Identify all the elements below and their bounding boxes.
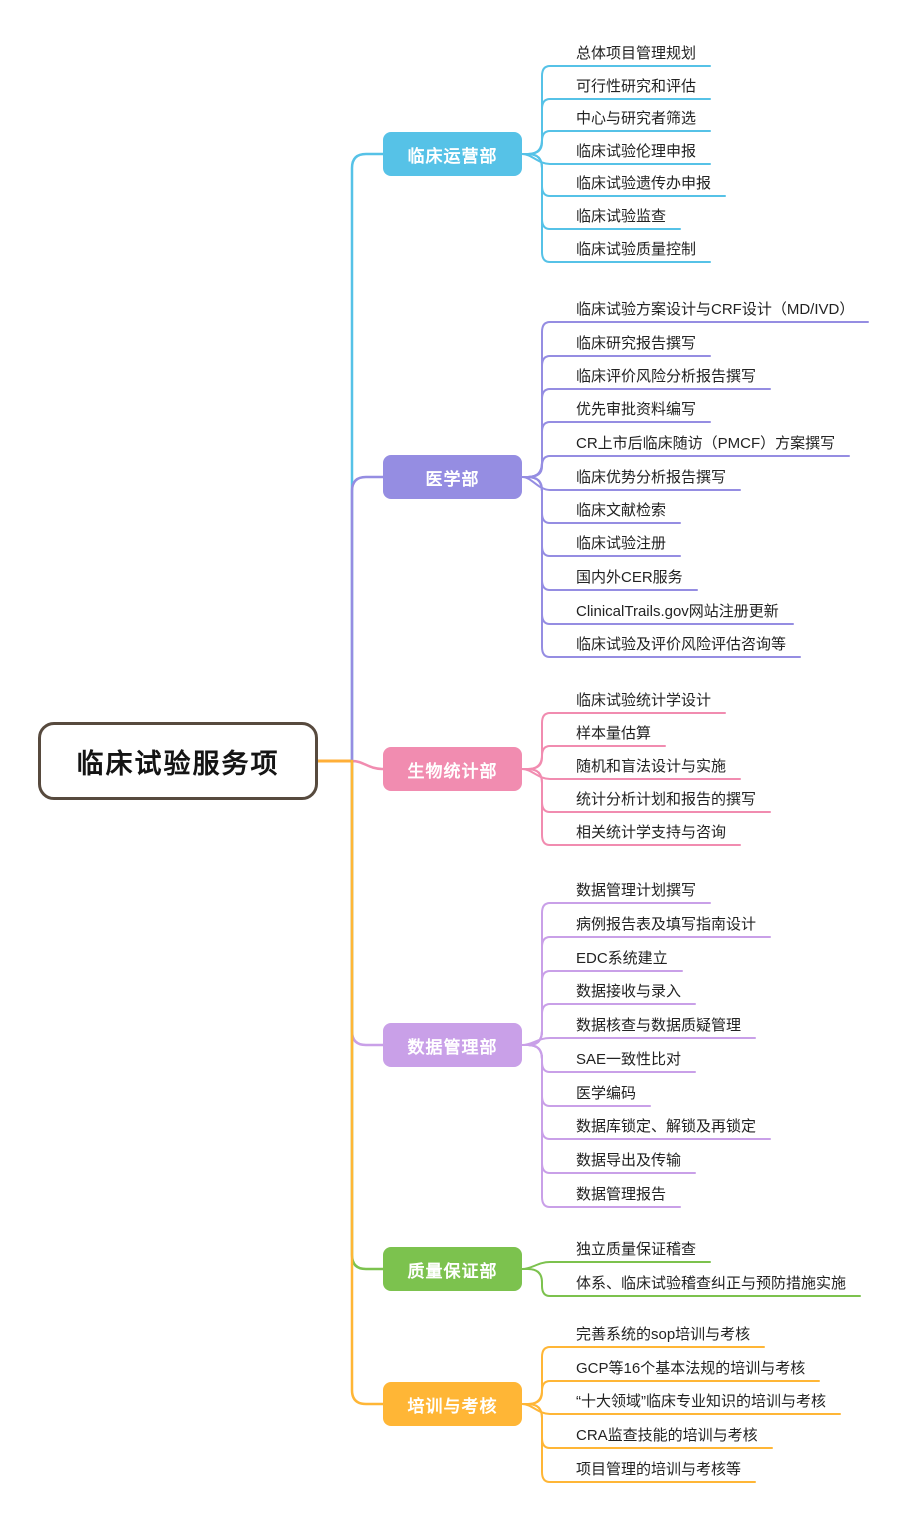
child-connector xyxy=(521,1403,756,1483)
child-connector xyxy=(521,455,850,478)
root-label: 临床试验服务项 xyxy=(76,748,280,779)
leaf-node: CRA监查技能的培训与考核 xyxy=(576,1427,758,1444)
leaf-node: 临床试验及评价风险评估咨询等 xyxy=(576,636,787,653)
branch-label: 临床运营部 xyxy=(407,146,498,166)
branch-node: 数据管理部 xyxy=(383,1023,522,1067)
leaf-node: 总体项目管理规划 xyxy=(576,45,697,62)
branch-node: 医学部 xyxy=(383,455,522,499)
branch-connector xyxy=(350,759,385,1047)
branch-connector xyxy=(350,475,385,763)
branch-node: 培训与考核 xyxy=(383,1382,522,1426)
child-connector xyxy=(521,153,711,263)
leaf-node: 数据管理计划撰写 xyxy=(576,882,697,899)
child-connector xyxy=(521,476,801,658)
leaf-node: 临床试验质量控制 xyxy=(576,241,697,258)
leaf-node: 中心与研究者筛选 xyxy=(576,110,697,127)
leaf-node: 项目管理的培训与考核等 xyxy=(576,1461,742,1478)
leaf-node: 临床文献检索 xyxy=(576,502,667,519)
leaf-node: 独立质量保证稽查 xyxy=(576,1241,697,1258)
leaf-node: 体系、临床试验稽查纠正与预防措施实施 xyxy=(576,1275,847,1292)
leaf-node: 数据导出及传输 xyxy=(576,1152,682,1169)
leaf-node: 相关统计学支持与咨询 xyxy=(576,824,727,841)
leaf-node: GCP等16个基本法规的培训与考核 xyxy=(576,1360,806,1377)
root-node: 临床试验服务项 xyxy=(38,722,318,800)
child-connector xyxy=(521,1044,681,1208)
leaf-node: 临床优势分析报告撰写 xyxy=(576,469,727,486)
leaf-node: SAE一致性比对 xyxy=(576,1051,682,1068)
leaf-node: 随机和盲法设计与实施 xyxy=(576,758,727,775)
child-connector xyxy=(521,768,741,846)
leaf-node: 可行性研究和评估 xyxy=(576,78,697,95)
branch-connector xyxy=(350,759,385,771)
branch-connector xyxy=(350,152,385,763)
leaf-node: 临床试验伦理申报 xyxy=(576,143,697,160)
leaf-node: 临床试验监查 xyxy=(576,208,667,225)
branch-label: 数据管理部 xyxy=(407,1037,498,1057)
branch-node: 质量保证部 xyxy=(383,1247,522,1291)
leaf-node: 临床研究报告撰写 xyxy=(576,335,697,352)
branch-node: 生物统计部 xyxy=(383,747,522,791)
leaf-node: 医学编码 xyxy=(576,1085,637,1102)
branch-node: 临床运营部 xyxy=(383,132,522,176)
leaf-node: 完善系统的sop培训与考核 xyxy=(576,1326,751,1343)
leaf-node: “十大领域”临床专业知识的培训与考核 xyxy=(576,1393,826,1410)
child-connector xyxy=(521,130,711,155)
leaf-node: 临床试验遗传办申报 xyxy=(576,175,712,192)
leaf-node: 临床评价风险分析报告撰写 xyxy=(576,368,757,385)
branch-connector xyxy=(350,759,385,1406)
leaf-node: 国内外CER服务 xyxy=(576,569,683,586)
leaf-node: 病例报告表及填写指南设计 xyxy=(576,916,757,933)
branch-connector xyxy=(350,759,385,1271)
branch-label: 医学部 xyxy=(425,469,480,489)
leaf-node: 优先审批资料编写 xyxy=(576,401,697,418)
child-connector xyxy=(521,1380,820,1405)
child-connector xyxy=(521,1037,756,1046)
child-connector xyxy=(521,1261,711,1270)
child-connector xyxy=(521,745,666,770)
branch-label: 生物统计部 xyxy=(407,761,498,781)
leaf-node: 数据核查与数据质疑管理 xyxy=(576,1017,742,1034)
leaf-node: 临床试验方案设计与CRF设计（MD/IVD） xyxy=(576,301,855,318)
leaf-node: 数据接收与录入 xyxy=(576,983,682,1000)
leaf-node: EDC系统建立 xyxy=(576,950,668,967)
leaf-node: 统计分析计划和报告的撰写 xyxy=(576,791,757,808)
branch-label: 质量保证部 xyxy=(407,1261,498,1281)
leaf-node: CR上市后临床随访（PMCF）方案撰写 xyxy=(576,435,836,452)
leaf-node: 数据库锁定、解锁及再锁定 xyxy=(576,1118,757,1135)
leaf-node: ClinicalTrails.gov网站注册更新 xyxy=(576,603,779,620)
leaf-node: 临床试验注册 xyxy=(576,535,667,552)
leaf-node: 临床试验统计学设计 xyxy=(576,692,712,709)
child-connector xyxy=(521,1268,861,1297)
child-connector xyxy=(521,1003,696,1046)
leaf-node: 数据管理报告 xyxy=(576,1186,667,1203)
leaf-node: 样本量估算 xyxy=(576,725,652,742)
branch-label: 培训与考核 xyxy=(407,1396,498,1416)
